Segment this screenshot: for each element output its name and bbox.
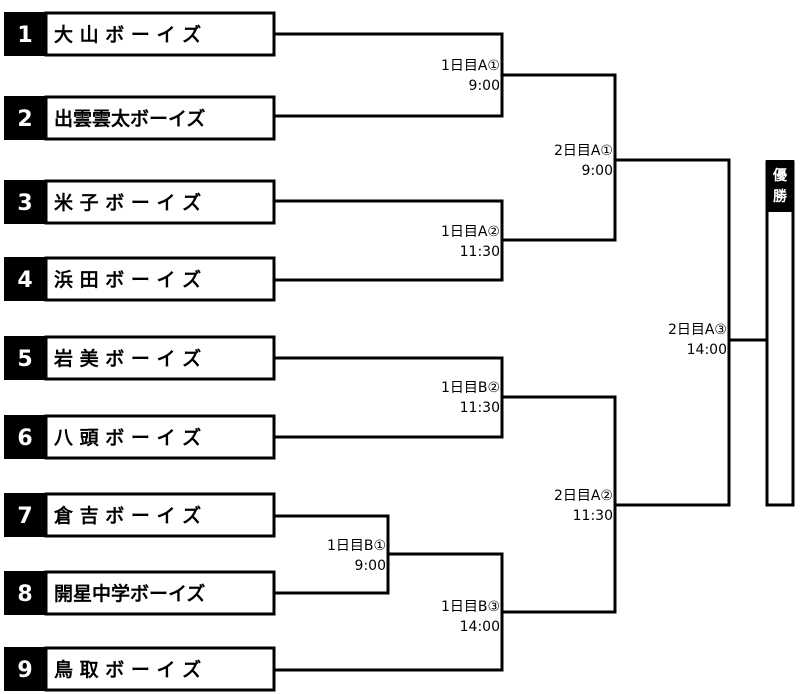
match-label: 2日目A③ [668,322,727,338]
team-number: 3 [17,191,32,216]
team-number: 9 [17,658,32,683]
bracket-line-d1a1 [274,32,504,118]
team-name: 倉 吉 ボ ー イ ズ [53,504,201,527]
bracket-lines [274,32,766,672]
team-8: 8 開星中学ボーイズ [4,570,276,616]
team-name: 出雲雲太ボーイズ [54,107,205,130]
match-d1b3: 1日目B③ 14:00 [441,599,500,635]
bracket-line-d1a2 [274,199,504,282]
match-time: 9:00 [582,163,613,179]
match-label: 1日目B③ [441,599,500,615]
bracket-line-d2a3 [615,158,731,507]
team-4: 4 浜 田 ボ ー イ ズ [4,256,276,302]
match-d2a2: 2日目A② 11:30 [554,488,613,524]
team-6: 6 八 頭 ボ ー イ ズ [4,414,276,460]
match-d2a1: 2日目A① 9:00 [554,143,613,179]
team-1: 1 大 山 ボ ー イ ズ [4,11,276,57]
team-number: 7 [17,504,32,529]
match-d1a1: 1日目A① 9:00 [441,58,500,94]
match-label: 2日目A① [554,143,613,159]
champion-box: 優 勝 [765,160,795,507]
match-time: 11:30 [573,508,613,524]
team-name: 浜 田 ボ ー イ ズ [54,268,201,291]
match-label: 1日目B② [441,380,500,396]
match-d1a2: 1日目A② 11:30 [441,224,500,260]
bracket-line-d1b1 [274,514,390,595]
match-label: 2日目A② [554,488,613,504]
team-name: 八 頭 ボ ー イ ズ [54,426,201,449]
team-list: 1 大 山 ボ ー イ ズ 2 出雲雲太ボーイズ 3 米 子 ボ ー イ ズ 4… [4,11,276,692]
match-labels: 1日目A① 9:00 1日目A② 11:30 1日目B② 11:30 1日目B①… [327,58,727,635]
team-name: 鳥 取 ボ ー イ ズ [54,658,201,681]
bracket-line-d2a1 [502,73,617,242]
team-name: 大 山 ボ ー イ ズ [54,23,201,46]
match-time: 11:30 [460,244,500,260]
bracket-line-d2a2 [502,395,617,614]
team-name: 開星中学ボーイズ [54,582,205,605]
team-name: 岩 美 ボ ー イ ズ [53,347,201,370]
team-3: 3 米 子 ボ ー イ ズ [4,179,276,225]
match-time: 14:00 [687,342,727,358]
match-d1b2: 1日目B② 11:30 [441,380,500,416]
match-time: 9:00 [355,558,386,574]
team-number: 1 [17,23,32,48]
team-number: 4 [17,268,32,293]
match-time: 11:30 [460,400,500,416]
team-number: 8 [17,582,32,607]
team-name: 米 子 ボ ー イ ズ [54,191,201,214]
team-number: 6 [17,426,32,451]
champion-label-char-2: 勝 [773,188,788,205]
team-5: 5 岩 美 ボ ー イ ズ [4,335,276,381]
match-d2a3: 2日目A③ 14:00 [668,322,727,358]
match-label: 1日目B① [327,538,386,554]
team-7: 7 倉 吉 ボ ー イ ズ [4,492,276,538]
team-9: 9 鳥 取 ボ ー イ ズ [4,646,276,692]
team-number: 2 [17,107,32,132]
match-label: 1日目A① [441,58,500,74]
champion-label-char-1: 優 [772,167,788,184]
match-time: 9:00 [469,78,500,94]
team-2: 2 出雲雲太ボーイズ [4,95,276,141]
match-label: 1日目A② [441,224,500,240]
match-time: 14:00 [460,619,500,635]
match-d1b1: 1日目B① 9:00 [327,538,386,574]
bracket-line-d1b2 [274,356,504,439]
team-number: 5 [17,347,32,372]
